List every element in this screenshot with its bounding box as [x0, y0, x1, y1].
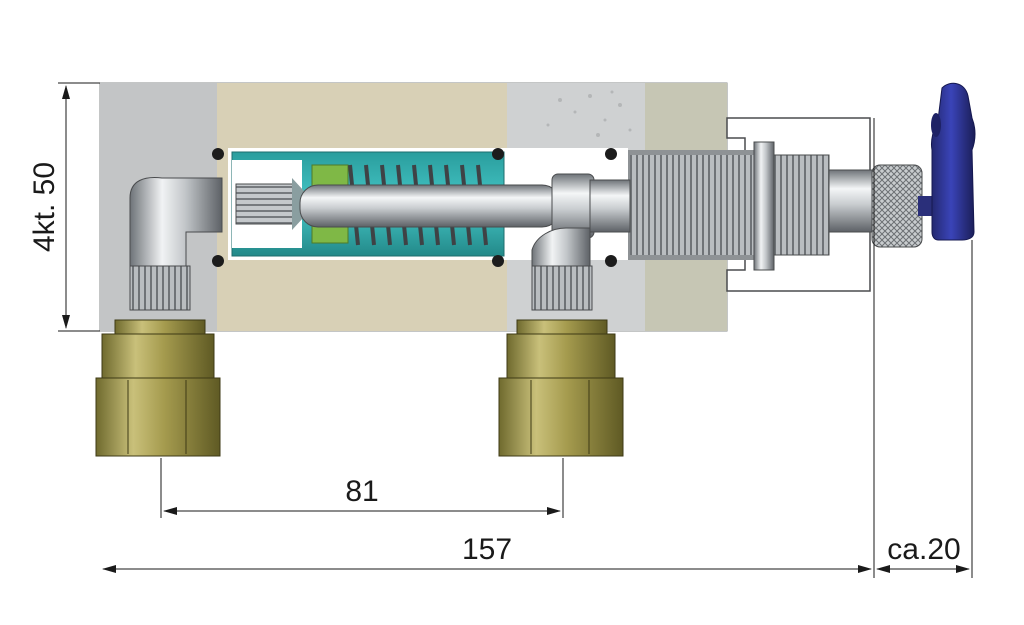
- adjuster-housing: [620, 117, 875, 292]
- overall-length-label: 157: [462, 533, 512, 566]
- height-dimension-label: 4kt. 50: [28, 162, 61, 252]
- inlet-elbow: [129, 177, 223, 311]
- port-spacing-label: 81: [345, 475, 378, 508]
- outlet-fitting: [498, 319, 624, 457]
- dimension-port-spacing: [160, 458, 564, 518]
- dimension-overall-length: [102, 118, 973, 578]
- knurled-knob: [871, 164, 936, 248]
- handle-extension-label: ca.20: [887, 533, 960, 566]
- inlet-fitting: [95, 319, 221, 457]
- blue-lever-handle: [931, 82, 976, 241]
- dimension-height: [58, 82, 100, 332]
- outlet-elbow: [531, 227, 593, 311]
